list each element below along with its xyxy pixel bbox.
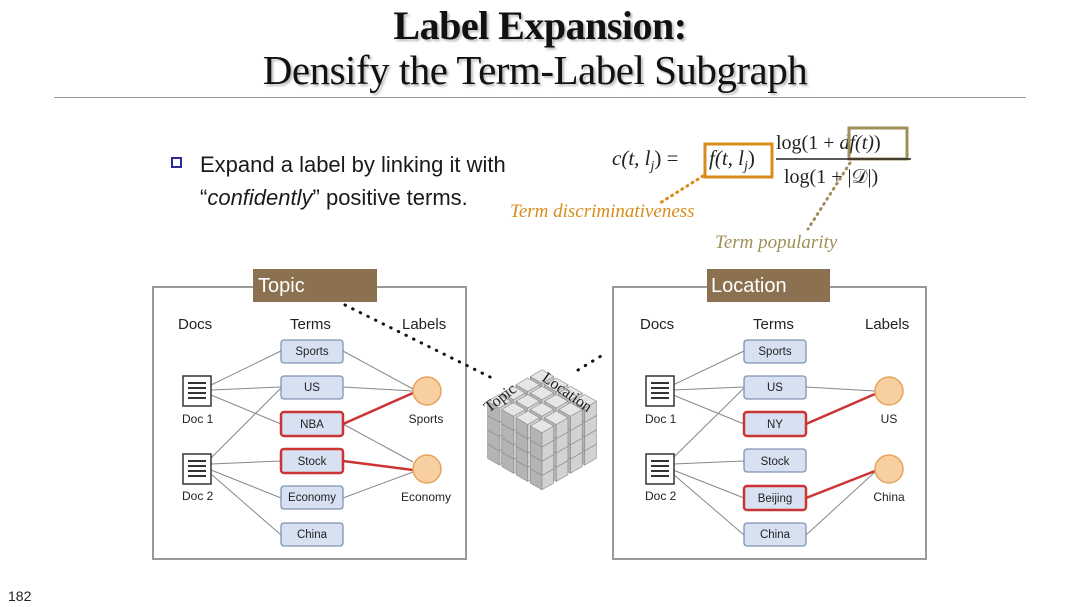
topic-panel-header-text: Topic <box>258 275 305 297</box>
topic-term-sports: Sports <box>295 346 328 358</box>
location-doc2-icon <box>645 453 675 485</box>
topic-term-nba: NBA <box>300 419 324 431</box>
topic-label-node-sports <box>412 376 442 406</box>
location-term-sports: Sports <box>758 346 791 358</box>
location-label-node-china <box>874 454 904 484</box>
location-panel-header <box>707 269 830 302</box>
topic-term-stock: Stock <box>298 456 327 468</box>
location-term-nodes: Sports US NY Stock Beijing China <box>742 339 808 547</box>
location-col-labels: Labels <box>865 316 909 333</box>
location-edges <box>672 350 876 536</box>
location-term-china: China <box>760 529 791 541</box>
topic-col-labels: Labels <box>402 316 446 333</box>
topic-doc1-label: Doc 1 <box>182 412 214 426</box>
topic-panel: Topic Docs Terms Labels Doc 1 Doc 2 Spor… <box>152 269 467 560</box>
topic-doc2-label: Doc 2 <box>182 489 214 503</box>
popularity-pointer <box>806 161 852 231</box>
topic-to-cube-dotted-line <box>343 303 494 380</box>
title-divider <box>54 97 1026 98</box>
bullet-text-before: Expand a label by linking it with “ <box>200 152 506 210</box>
location-highlight-edge-ny <box>805 392 876 426</box>
topic-term-economy: Economy <box>288 492 336 504</box>
location-label-china: China <box>873 490 905 504</box>
location-label-node-us <box>874 376 904 406</box>
location-panel: Location Docs Terms Labels Doc 1 Doc 2 S… <box>612 269 927 560</box>
bullet-square-icon <box>171 157 182 168</box>
topic-label-economy: Economy <box>401 490 451 504</box>
location-term-beijing: Beijing <box>758 493 793 505</box>
topic-term-us: US <box>304 382 320 394</box>
location-col-terms: Terms <box>753 316 794 333</box>
topic-doc2-icon <box>182 453 212 485</box>
formula-lhs: c(t, lj) = <box>612 146 678 174</box>
bullet-text-after: ” positive terms. <box>312 185 468 210</box>
location-term-stock: Stock <box>761 456 790 468</box>
location-term-ny: NY <box>767 419 783 431</box>
slide-number: 182 <box>8 588 32 604</box>
location-to-cube-dotted-line <box>576 351 608 372</box>
topic-highlight-edge-nba <box>342 391 414 426</box>
topic-label-node-economy <box>412 454 442 484</box>
location-doc2-label: Doc 2 <box>645 489 677 503</box>
formula-f-term: f(t, lj) <box>709 146 755 174</box>
topic-panel-header <box>253 269 377 302</box>
formula: c(t, lj) = f(t, lj) log(1 + df(t)) log(1… <box>510 126 911 253</box>
topic-col-terms: Terms <box>290 316 331 333</box>
topic-col-docs: Docs <box>178 316 212 333</box>
discriminativeness-pointer <box>658 174 705 205</box>
formula-denominator: log(1 + |𝒟|) <box>784 166 878 188</box>
location-doc1-icon <box>645 375 675 407</box>
location-panel-header-text: Location <box>711 275 787 297</box>
topic-highlight-edge-stock <box>342 459 414 472</box>
topic-label-sports: Sports <box>409 412 444 426</box>
bullet-text-emphasis: confidently <box>207 185 313 210</box>
topic-term-nodes: Sports US NBA Stock Economy China <box>279 339 345 547</box>
topic-term-china: China <box>297 529 328 541</box>
location-term-us: US <box>767 382 783 394</box>
term-popularity-label: Term popularity <box>715 232 838 253</box>
formula-numerator: log(1 + df(t)) <box>776 132 881 154</box>
bullet-text: Expand a label by linking it with “confi… <box>200 148 510 214</box>
slide-title-line1: Label Expansion: <box>393 3 687 48</box>
topic-edges <box>210 350 414 536</box>
location-col-docs: Docs <box>640 316 674 333</box>
data-cube-icon <box>486 369 598 491</box>
location-doc1-label: Doc 1 <box>645 412 677 426</box>
location-highlight-edge-beijing <box>805 469 876 500</box>
slide-title-line2: Densify the Term-Label Subgraph <box>262 47 808 93</box>
topic-doc1-icon <box>182 375 212 407</box>
location-label-us: US <box>881 412 898 426</box>
term-discriminativeness-label: Term discriminativeness <box>510 201 695 222</box>
f-term-highlight-box <box>703 142 774 179</box>
